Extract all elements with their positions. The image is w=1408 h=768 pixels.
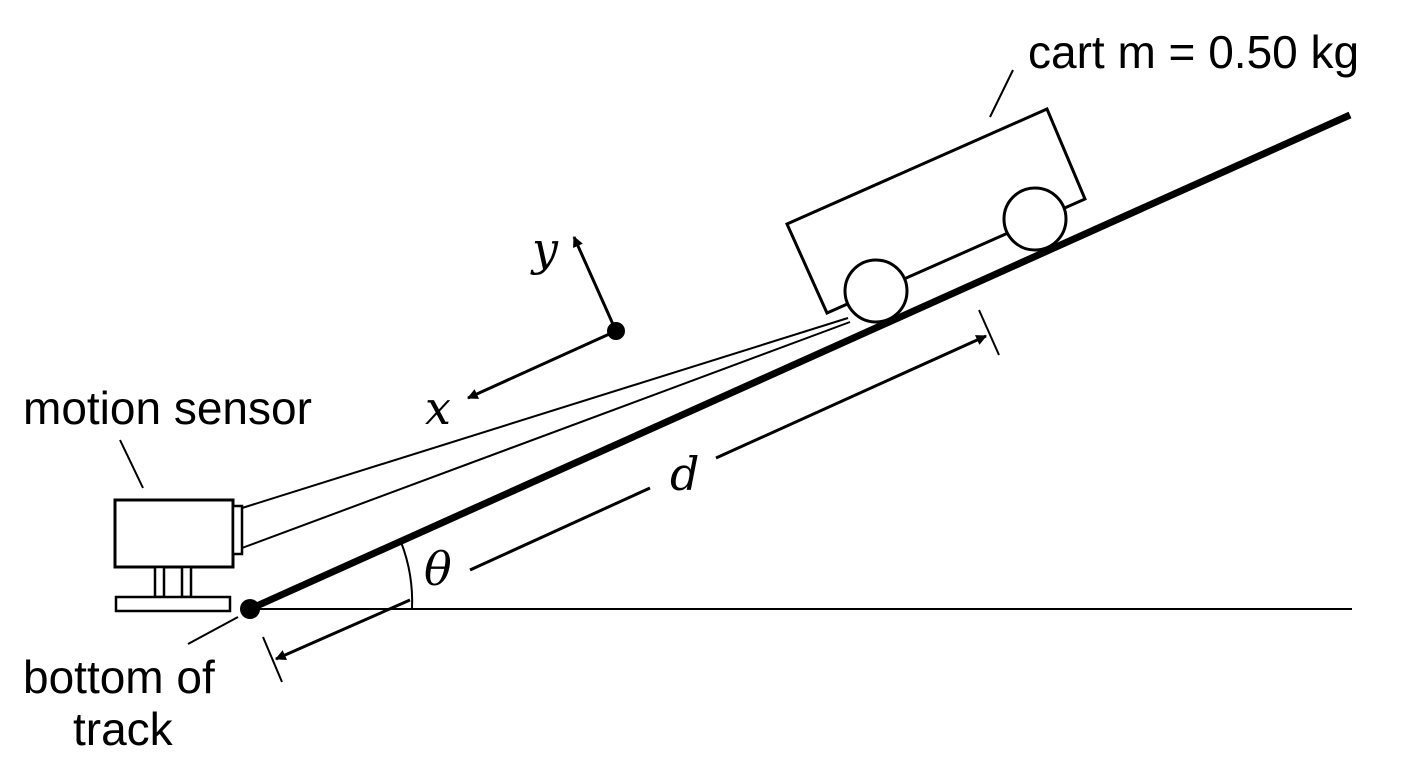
bottom-of-track-label-line1: bottom of [23, 651, 215, 703]
cart-leader-line [989, 69, 1014, 118]
cart [785, 107, 1087, 324]
angle-arc [400, 541, 414, 610]
y-axis-arrow [572, 236, 618, 332]
motion-sensor-label: motion sensor [23, 382, 312, 434]
distance-arrow-lower [275, 598, 411, 661]
sensor-beam-upper [241, 317, 849, 509]
angle-label: θ [424, 542, 452, 596]
sensor-beam-lower [241, 321, 851, 549]
dimension-tick-top [978, 309, 1000, 356]
cart-front-wheel [843, 258, 909, 324]
y-axis-label: y [530, 222, 559, 276]
bottom-leader-line [187, 616, 239, 645]
cart-label: cart m = 0.50 kg [1028, 26, 1359, 78]
sensor-leader-line [119, 439, 144, 489]
track-bottom-dot [240, 599, 260, 619]
incline-track [248, 111, 1352, 613]
x-axis-arrow [467, 329, 617, 400]
motion-sensor [113, 498, 244, 613]
cart-rear-wheel [1002, 186, 1068, 252]
dimension-tick-bottom [262, 636, 283, 683]
distance-arrow-lower-segment [469, 486, 651, 572]
distance-label: d [670, 447, 699, 501]
x-axis-label: x [425, 381, 451, 435]
bottom-of-track-label-line2: track [73, 703, 174, 755]
distance-arrow-upper [715, 334, 987, 460]
